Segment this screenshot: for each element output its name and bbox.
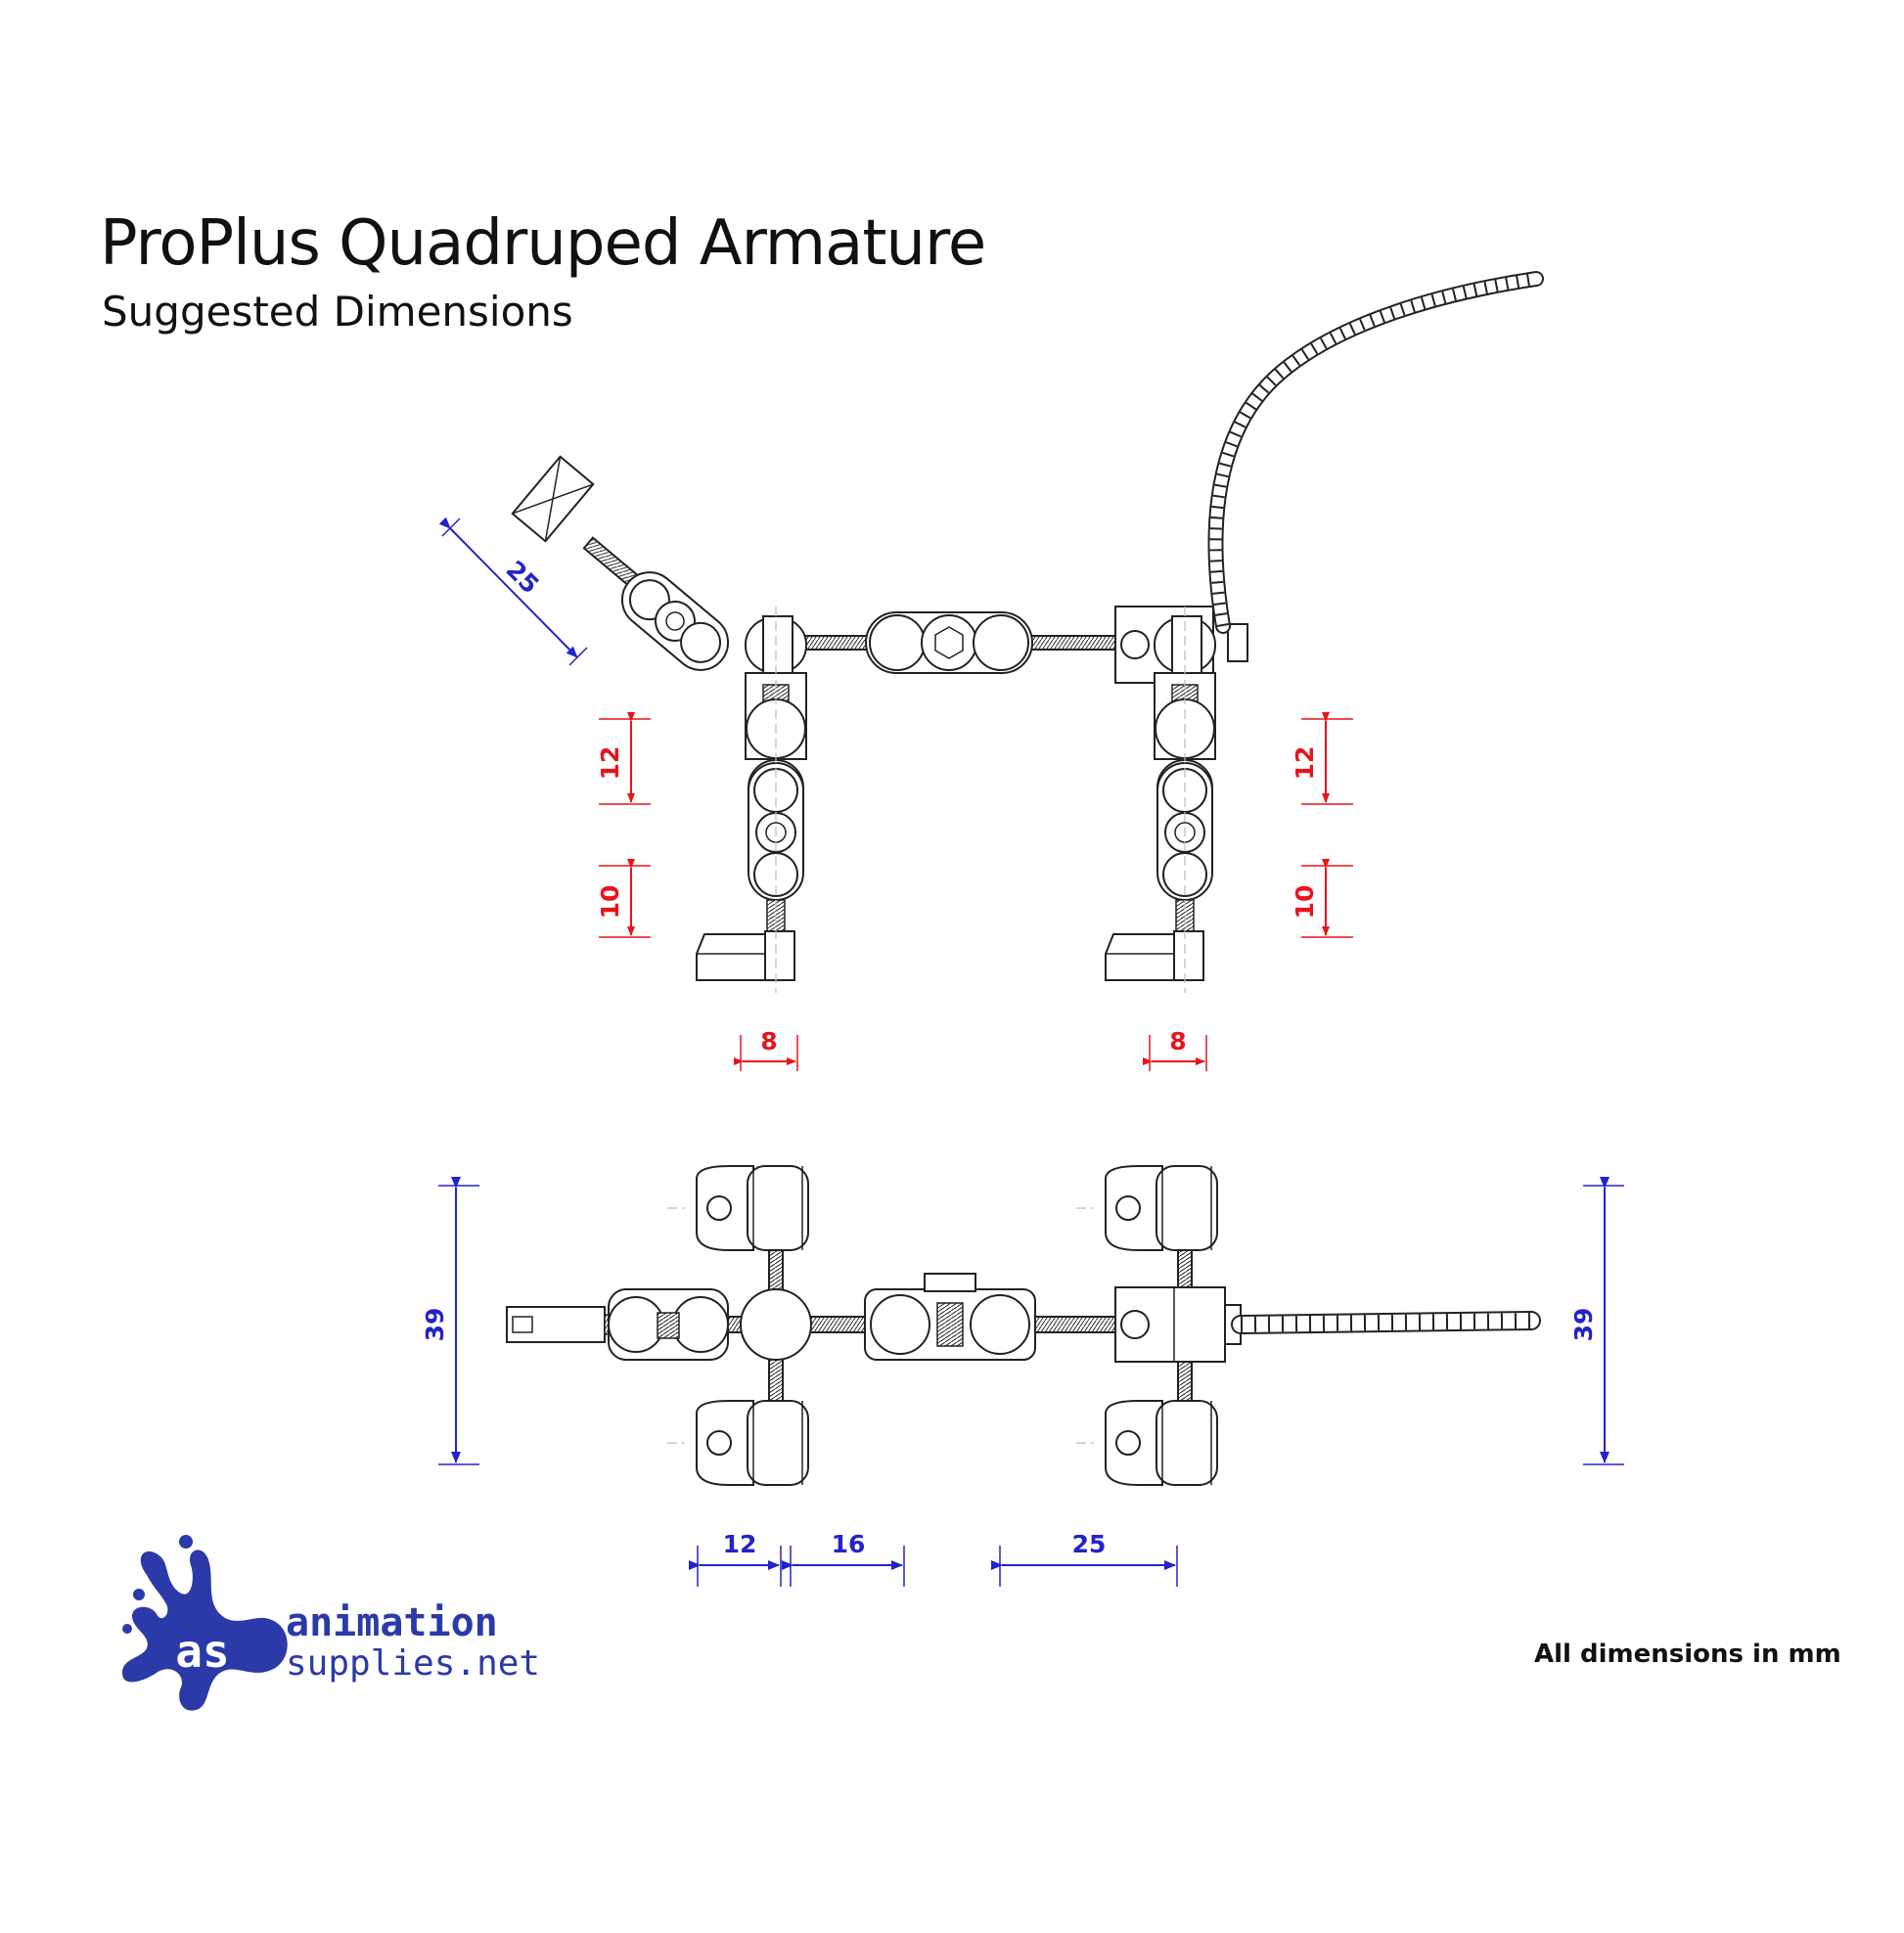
units-note: All dimensions in mm [1534,1640,1841,1669]
front-leg [696,607,807,993]
span-c-dimension: 25 [991,1530,1178,1587]
page-subtitle: Suggested Dimensions [102,288,573,336]
side-view: 25 12 10 12 [438,271,1544,1071]
page-title: ProPlus Quadruped Armature [100,207,986,280]
top-foot-rear-upper [1076,1165,1218,1251]
splash-icon [122,1535,288,1711]
logo-line-1: animation [286,1600,498,1645]
rear-upper-leg-label: 12 [1291,746,1319,781]
rear-leg [1105,607,1216,993]
head-block [511,455,595,543]
front-lower-leg-dimension: 10 [596,859,651,938]
top-head-block [506,1306,606,1343]
rear-lower-leg-label: 10 [1291,885,1319,920]
right-width-label: 39 [1569,1308,1598,1342]
front-upper-leg-label: 12 [596,746,624,781]
span-a-label: 12 [723,1530,757,1558]
top-foot-front-upper [667,1165,809,1251]
logo-monogram: as [175,1625,229,1678]
neck-clamp [620,571,730,671]
logo-line-2: supplies.net [286,1643,540,1684]
right-width-dimension: 39 [1569,1177,1624,1465]
front-center-ball [740,1288,812,1361]
rear-upper-leg-dimension: 12 [1291,712,1353,805]
rear-foot-label: 8 [1169,1027,1186,1056]
front-upper-leg-dimension: 12 [596,712,651,805]
front-foot-dimension: 8 [734,1027,798,1071]
front-foot-label: 8 [760,1027,777,1056]
front-lower-leg-label: 10 [596,885,624,920]
brand-logo: as animation supplies.net [122,1535,540,1711]
top-tail-wire [1231,1311,1541,1334]
span-b-label: 16 [832,1530,866,1558]
top-center-clamp [864,1273,1036,1361]
top-rear-hip [1114,1286,1242,1363]
span-b-dimension: 16 [782,1530,905,1587]
top-neck-clamp [608,1288,729,1361]
tail-wire [1207,271,1544,634]
top-foot-rear-lower [1076,1400,1218,1486]
rear-foot-dimension: 8 [1143,1027,1207,1071]
left-width-dimension: 39 [421,1177,479,1465]
hex-screw-icon [934,626,964,659]
rear-lower-leg-dimension: 10 [1291,859,1353,938]
neck-length-label: 25 [500,555,544,599]
top-foot-front-lower [667,1400,809,1486]
span-c-label: 25 [1072,1530,1107,1558]
top-view: 39 39 12 16 [421,1165,1624,1587]
span-a-dimension: 12 [689,1530,782,1587]
left-width-label: 39 [421,1308,449,1342]
neck-dimension: 25 [438,517,588,666]
center-spine-clamp [865,611,1033,674]
